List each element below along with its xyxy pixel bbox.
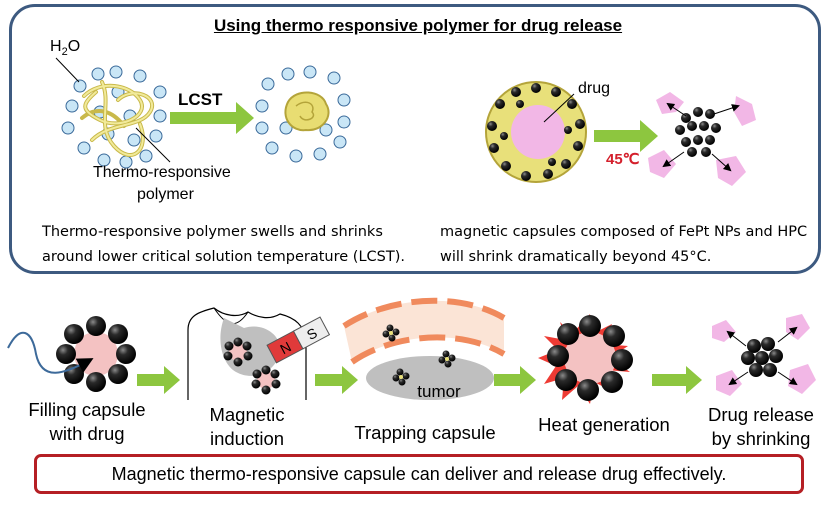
drug-release-figure [712,314,816,396]
shrunk-polymer-figure [255,65,351,163]
step-arrow-2 [315,366,358,394]
step-arrow-4 [652,366,702,394]
magnet: N S [266,316,331,364]
diagram-title: Using thermo responsive polymer for drug… [213,16,623,35]
conclusion-box: Magnetic thermo-responsive capsule can d… [34,454,804,494]
trapping-capsule-figure [342,297,506,400]
lcst-arrow [170,102,254,134]
magnetic-induction-figure: N S [187,307,331,400]
right-caption-line2: will shrink dramatically beyond 45°C. [440,249,712,265]
drug-capsule-figure [485,81,587,183]
released-drug-figure [648,92,756,186]
polymer-label-line2: polymer [137,186,194,203]
filling-capsule-figure [7,316,136,392]
left-caption-line2: around lower critical solution temperatu… [42,249,405,265]
temperature-label: 45℃ [606,151,640,168]
heat-generation-figure [538,314,633,404]
left-caption-line1: Thermo-responsive polymer swells and shr… [42,224,383,240]
step-trapping-label: Trapping capsule [354,422,496,443]
right-caption-line1: magnetic capsules composed of FePt NPs a… [440,224,808,240]
top-panel [9,4,821,274]
step-heat-label: Heat generation [538,414,670,435]
swollen-polymer-figure [55,57,171,169]
lcst-label: LCST [178,90,223,109]
step-arrow-3 [494,366,536,394]
water-label: H2O [50,38,81,59]
tumor-label: tumor [417,382,461,401]
step-arrow-1 [137,366,180,394]
drug-label: drug [578,80,611,97]
temperature-arrow [594,120,658,152]
water-subscript: 2 [61,46,68,59]
polymer-label-line1: Thermo-responsive [93,164,231,181]
